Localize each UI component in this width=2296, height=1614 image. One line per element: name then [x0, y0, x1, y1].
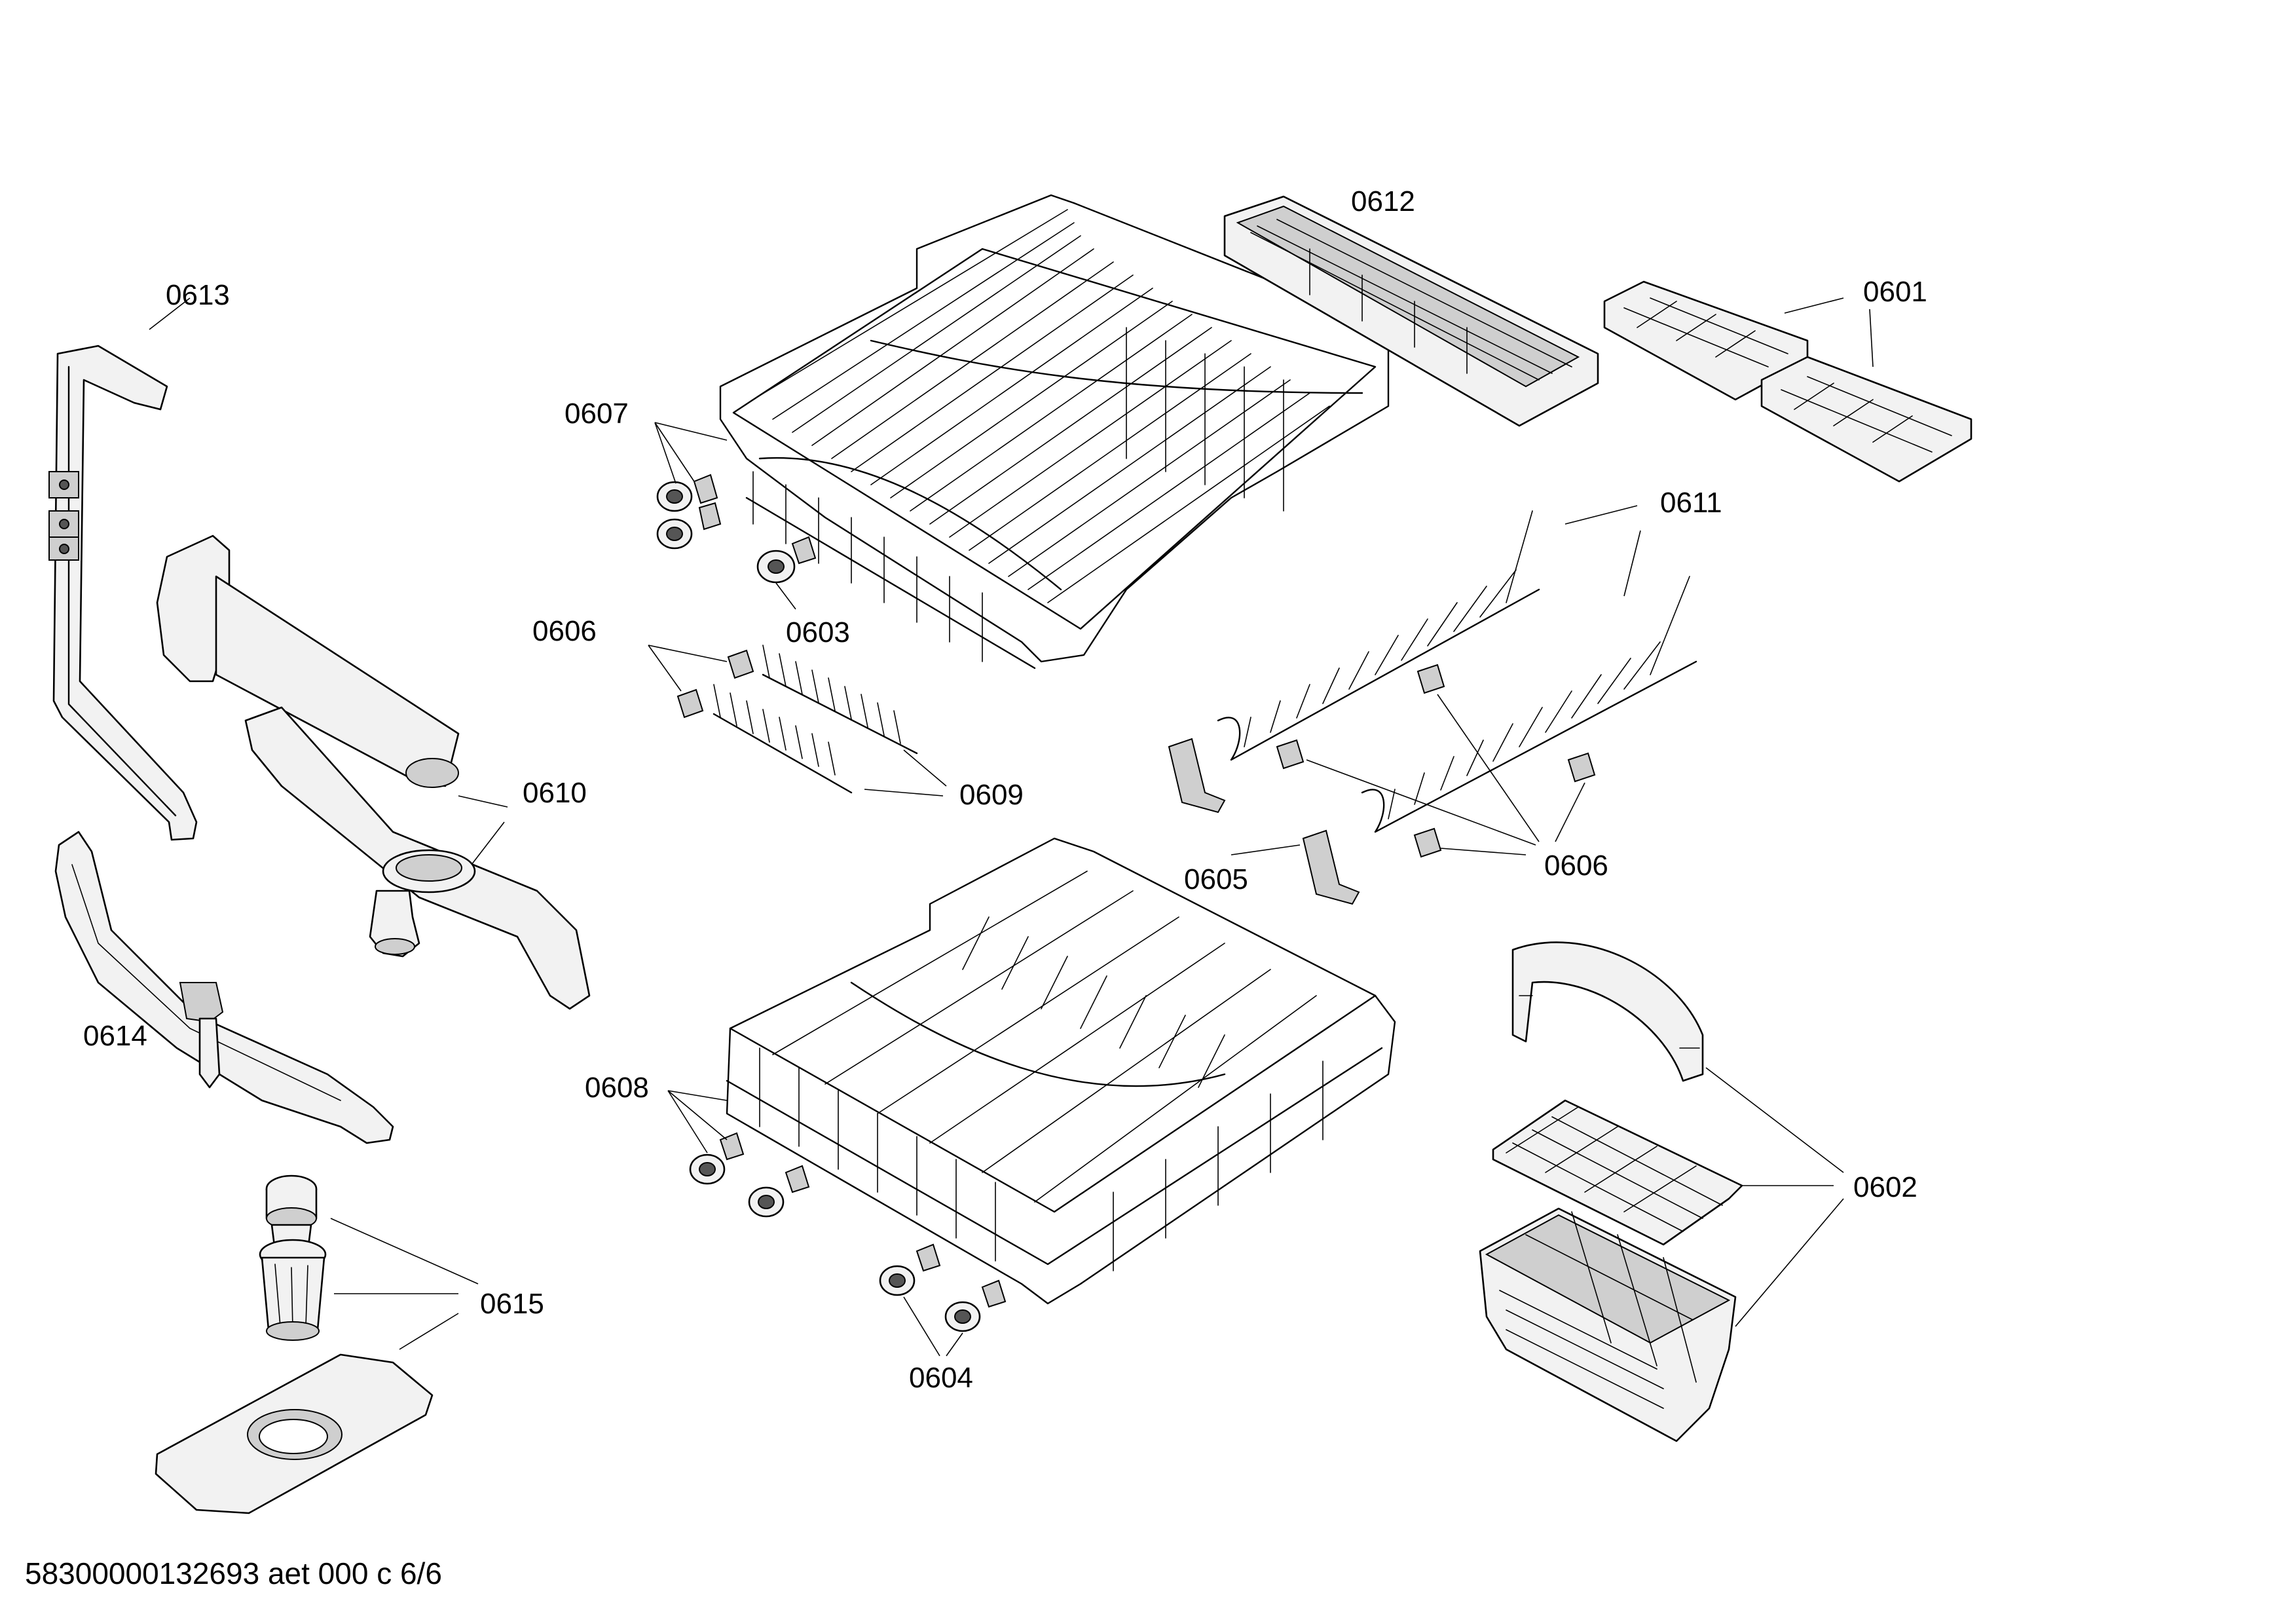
label-0609: 0609: [959, 779, 1024, 811]
part-0613-spray-pipe: [48, 297, 198, 841]
part-0605-hinges: [1168, 738, 1360, 905]
label-0607: 0607: [565, 398, 629, 430]
label-0606-right: 0606: [1544, 850, 1608, 882]
part-0602-cutlery-basket: [1479, 941, 1844, 1442]
label-0610: 0610: [523, 777, 587, 809]
part-0612-cup-shelf: [1223, 195, 1599, 427]
label-0603: 0603: [786, 616, 850, 648]
label-0601: 0601: [1863, 276, 1927, 308]
label-0614: 0614: [83, 1020, 147, 1052]
part-0610-upper-spray-arm: [156, 535, 591, 1010]
label-0605: 0605: [1184, 863, 1248, 895]
label-0608: 0608: [585, 1072, 649, 1104]
part-0606-clips-left: [648, 645, 754, 719]
label-0611: 0611: [1660, 487, 1722, 519]
part-0608-lower-front-wheels: [667, 1090, 810, 1218]
part-0606-clips-right: [1276, 664, 1596, 858]
part-0607-upper-wheels: [654, 422, 728, 550]
label-0606-left: 0606: [532, 615, 597, 647]
part-0614-lower-spray-arm: [54, 831, 394, 1144]
part-0604-lower-rear-wheels: [879, 1243, 1007, 1357]
label-0613: 0613: [166, 279, 230, 311]
label-0604: 0604: [909, 1362, 973, 1394]
part-0611-folding-tines: [1217, 505, 1697, 833]
document-code: 58300000132693 aet 000 c 6/6: [25, 1556, 442, 1590]
part-0615-filter-set: [155, 1174, 479, 1514]
label-0602: 0602: [1853, 1171, 1917, 1203]
part-0603-upper-rear-wheel: [756, 536, 817, 610]
part-upper-basket: [719, 194, 1390, 669]
part-lower-basket: [726, 837, 1396, 1305]
part-0609-tine-rows: [713, 645, 947, 797]
label-0612: 0612: [1351, 185, 1415, 217]
part-0601-shelves: [1603, 280, 1972, 483]
label-0615: 0615: [480, 1288, 544, 1320]
